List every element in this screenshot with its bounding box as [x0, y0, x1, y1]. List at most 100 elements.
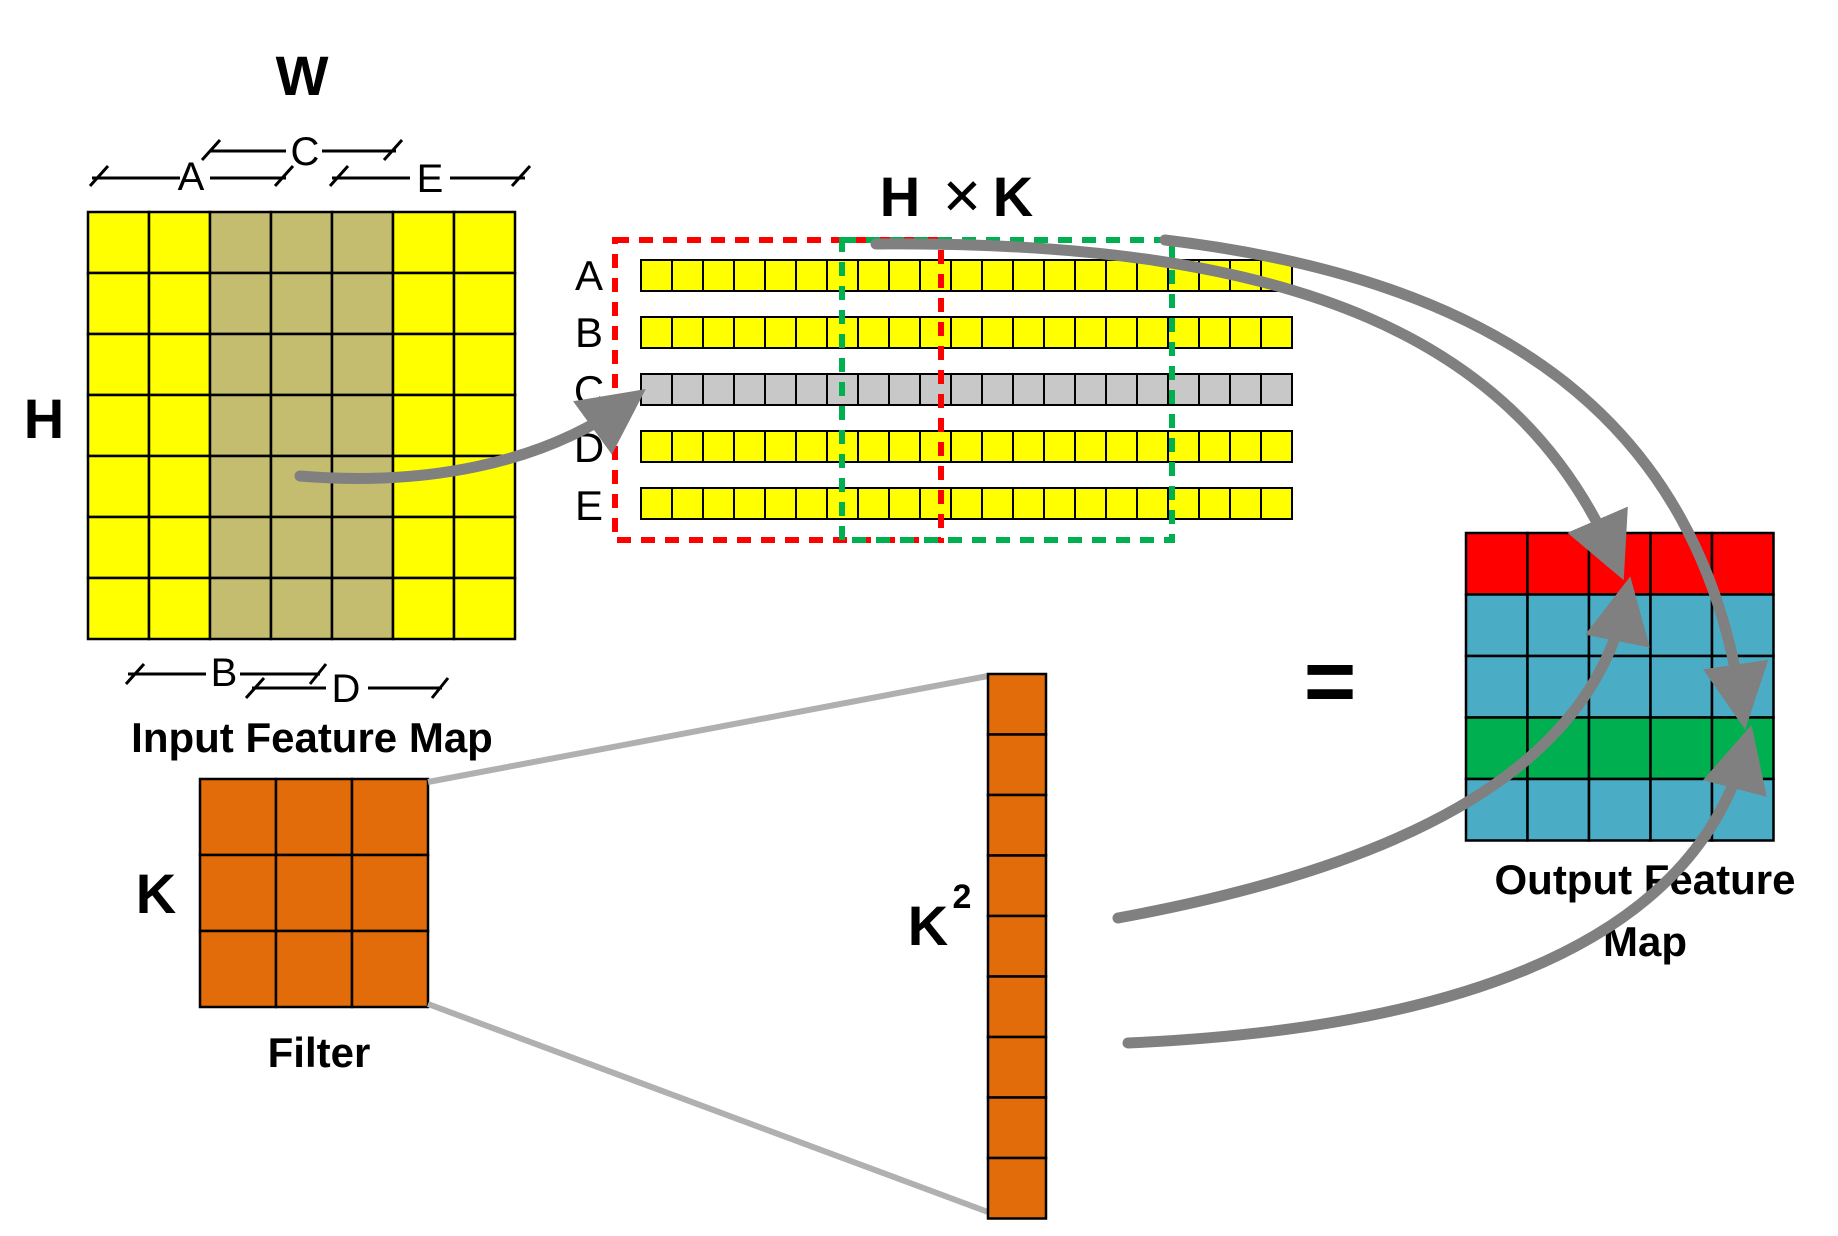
row-label-e: E: [575, 482, 603, 529]
unfolded-title-k: K: [993, 165, 1033, 228]
input-cell: [391, 515, 456, 580]
input-cell: [391, 332, 456, 397]
unfolded-cell: [640, 487, 673, 520]
input-cell: [452, 210, 517, 275]
unfolded-cell: [919, 373, 952, 406]
unfolded-cell: [1105, 316, 1138, 349]
unfolded-cell: [1074, 487, 1107, 520]
filter-cell: [350, 853, 430, 933]
unfolded-cell: [702, 259, 735, 292]
span-label-e: E: [417, 157, 444, 201]
k-squared-column: [986, 672, 1048, 1220]
unfolded-cell: [1136, 487, 1169, 520]
unfolded-cell: [1012, 316, 1045, 349]
output-cell: [1464, 593, 1529, 658]
output-cell: [1649, 777, 1714, 842]
input-cell: [147, 210, 212, 275]
unfolded-cell: [1105, 259, 1138, 292]
row-label-a: A: [575, 252, 603, 299]
k-squared-cell: [986, 854, 1048, 918]
green-window: [839, 237, 1175, 543]
input-cell: [391, 576, 456, 641]
input-cell: [391, 454, 456, 519]
unfolded-cell: [981, 316, 1014, 349]
input-cell: [86, 454, 151, 519]
unfolded-cell: [1198, 373, 1231, 406]
output-cell: [1649, 654, 1714, 719]
unfolded-cell: [733, 430, 766, 463]
unfolded-cell: [1105, 487, 1138, 520]
unfolded-cell: [764, 316, 797, 349]
k-squared-base: K: [908, 894, 948, 957]
unfolded-cell: [1012, 373, 1045, 406]
output-cell: [1587, 716, 1652, 781]
unfolded-title-h: H: [880, 165, 920, 228]
unfolded-cell: [1074, 316, 1107, 349]
output-cell: [1587, 777, 1652, 842]
row-label-c: C: [574, 367, 604, 414]
unfolded-title: H ✕ K: [880, 165, 1033, 228]
projection-line-top: [427, 673, 989, 785]
width-label: W: [276, 44, 329, 107]
unfolded-cell: [1105, 430, 1138, 463]
equals-sign: =: [1304, 632, 1357, 732]
input-cell: [86, 393, 151, 458]
unfolded-cell: [857, 487, 890, 520]
unfolded-cell: [919, 316, 952, 349]
input-cell: [208, 210, 273, 275]
input-cell: [452, 271, 517, 336]
input-cell: [330, 393, 395, 458]
unfolded-cell: [1043, 259, 1076, 292]
unfolded-cell: [857, 259, 890, 292]
span-label-a: A: [178, 155, 205, 199]
unfolded-cell: [671, 259, 704, 292]
input-cell: [208, 332, 273, 397]
k-squared-cell: [986, 672, 1048, 736]
unfolded-cell: [950, 487, 983, 520]
unfolded-cell: [888, 430, 921, 463]
unfolded-cell: [640, 259, 673, 292]
unfolded-cell: [764, 430, 797, 463]
unfolded-cell: [888, 373, 921, 406]
input-cell: [147, 576, 212, 641]
unfolded-cell: [733, 373, 766, 406]
k-squared-exponent: 2: [953, 878, 972, 916]
unfolded-cell: [1136, 430, 1169, 463]
unfolded-cell: [1198, 487, 1231, 520]
span-label-b: B: [211, 651, 238, 695]
unfolded-cell: [733, 487, 766, 520]
unfolded-cell: [1043, 316, 1076, 349]
output-cell: [1526, 777, 1591, 842]
unfolded-cell: [1012, 430, 1045, 463]
unfolded-cell: [1074, 430, 1107, 463]
k-squared-cell: [986, 733, 1048, 797]
unfolded-cell: [1198, 316, 1231, 349]
unfolded-cell: [1105, 373, 1138, 406]
unfolded-cell: [764, 487, 797, 520]
arrow-filter-to-output-bottom: [1122, 724, 1767, 1049]
input-cell: [452, 515, 517, 580]
unfolded-cell: [950, 373, 983, 406]
unfolded-cell: [919, 487, 952, 520]
unfolded-cell: [733, 316, 766, 349]
filter-caption: Filter: [268, 1029, 371, 1076]
output-cell: [1649, 593, 1714, 658]
unfolded-cell: [764, 373, 797, 406]
filter-grid: [198, 777, 430, 1009]
unfolded-cell: [671, 487, 704, 520]
input-feature-map-caption: Input Feature Map: [131, 714, 493, 761]
input-cell: [147, 454, 212, 519]
input-feature-map-grid: [86, 210, 517, 641]
unfolded-row-labels: A B C D E: [574, 252, 604, 529]
unfolded-cell: [671, 373, 704, 406]
filter-cell: [198, 853, 278, 933]
unfolded-cell: [702, 316, 735, 349]
unfolded-cell: [950, 259, 983, 292]
unfolded-cell: [888, 487, 921, 520]
unfolded-cell: [702, 373, 735, 406]
output-cell: [1526, 531, 1591, 596]
unfolded-cell: [1229, 316, 1262, 349]
row-label-b: B: [575, 309, 603, 356]
unfolded-cell: [795, 259, 828, 292]
